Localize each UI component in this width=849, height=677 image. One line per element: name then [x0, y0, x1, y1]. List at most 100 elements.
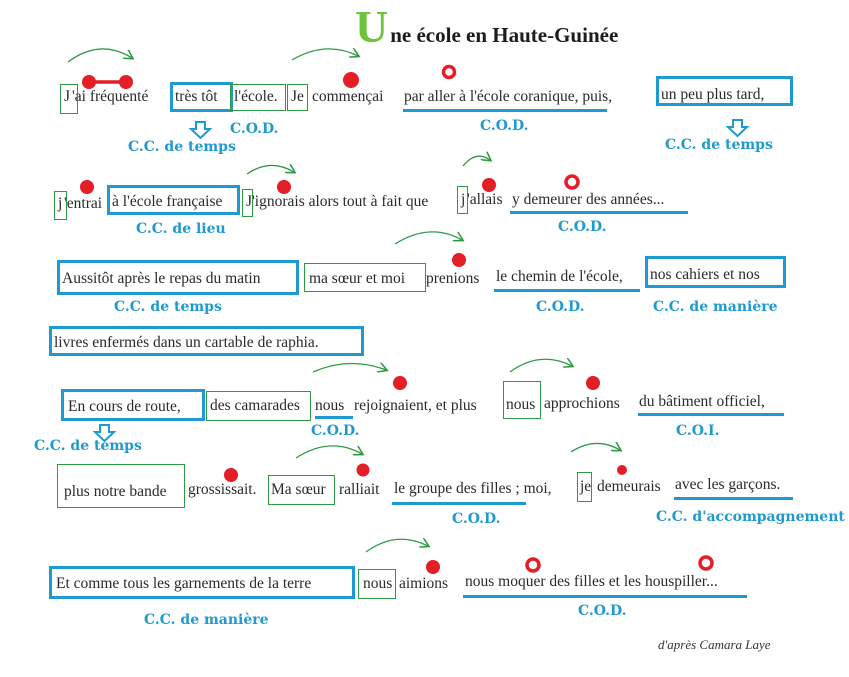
green-curved-arrow	[462, 156, 490, 167]
red-dot	[277, 180, 291, 194]
blue-frame	[61, 389, 205, 421]
author-credit: d'après Camara Laye	[658, 637, 771, 652]
label-cc-accompagnement: C.C. d'accompagnement	[656, 509, 845, 525]
red-ring	[441, 64, 457, 80]
red-dot	[343, 72, 359, 88]
blue-down-arrow	[92, 424, 117, 443]
sentence-fragment: par aller à l'école coranique, puis,	[404, 88, 613, 105]
green-frame	[54, 191, 67, 220]
sentence-fragment: ma sœur et moi	[309, 270, 405, 287]
blue-frame	[49, 326, 364, 356]
red-dot	[80, 180, 94, 194]
sentence-fragment: j	[461, 191, 466, 208]
red-ring	[698, 555, 714, 571]
title-rest: ne école en Haute-Guinée	[390, 23, 619, 47]
sentence-fragment: nos cahiers et nos	[650, 266, 760, 283]
green-frame	[577, 472, 592, 502]
sentence-fragment: à l'école française	[112, 193, 223, 210]
green-curved-arrow	[570, 443, 620, 453]
green-frame	[358, 569, 396, 599]
sentence-fragment: du bâtiment officiel,	[639, 393, 765, 410]
sentence-fragment: 'allais	[467, 191, 503, 208]
sentence-fragment: grossissait.	[188, 481, 257, 498]
green-curved-arrow	[291, 49, 358, 61]
sentence-fragment: plus notre bande	[64, 483, 167, 500]
title-initial: U	[355, 1, 389, 52]
coi-underline	[638, 413, 784, 416]
sentence-fragment: J	[246, 193, 253, 210]
sentence-fragment: livres enfermés dans un cartable de raph…	[54, 334, 319, 351]
sentence-fragment: un peu plus tard,	[661, 86, 765, 103]
sentence-fragment: Aussitôt après le repas du matin	[62, 270, 261, 287]
sentence-fragment: avec les garçons.	[675, 476, 781, 493]
green-curved-arrow	[394, 231, 462, 245]
sentence-fragment: des camarades	[210, 397, 300, 414]
red-dot	[426, 560, 440, 574]
red-dot	[82, 75, 96, 89]
blue-frame	[107, 185, 240, 215]
green-curved-arrow	[365, 539, 428, 553]
red-dot	[586, 376, 600, 390]
blue-frame	[645, 256, 786, 288]
blue-frame	[170, 82, 233, 112]
label-cc-maniere: C.C. de manière	[653, 299, 778, 315]
label-cod: C.O.D.	[311, 423, 360, 439]
cc-underline	[674, 497, 793, 500]
sentence-fragment: y demeurer des années...	[512, 191, 665, 208]
document-title: Une école en Haute-Guinée	[355, 4, 618, 50]
green-frame	[503, 381, 541, 419]
sentence-fragment: le groupe des filles ; moi,	[394, 480, 552, 497]
sentence-fragment: nous moquer des filles et les houspiller…	[465, 573, 718, 590]
green-curved-arrow	[312, 363, 386, 372]
red-dot	[617, 465, 627, 475]
sentence-fragment: je	[580, 478, 592, 495]
sentence-fragment: demeurais	[597, 478, 661, 495]
green-frame	[206, 391, 311, 421]
green-frame	[60, 84, 78, 114]
sentence-fragment: rejoignaient, et plus	[354, 397, 477, 414]
sentence-fragment: nous	[315, 397, 345, 414]
blue-frame	[49, 566, 355, 599]
cod-underline	[403, 109, 607, 112]
blue-frame	[656, 76, 793, 106]
sentence-fragment: l'école.	[234, 88, 278, 105]
cod-underline	[392, 502, 526, 505]
sentence-fragment: Je	[291, 88, 304, 105]
label-coi: C.O.I.	[676, 423, 720, 439]
red-dot	[224, 468, 238, 482]
green-curved-arrow	[246, 165, 294, 175]
sentence-fragment: prenions	[426, 270, 480, 287]
sentence-fragment: 'entrai	[64, 195, 103, 212]
cod-underline	[315, 416, 353, 419]
green-frame	[304, 263, 426, 292]
red-dot	[393, 376, 407, 390]
label-cc-temps: C.C. de temps	[665, 137, 773, 153]
sentence-fragment: Et comme tous les garnements de la terre	[56, 575, 312, 592]
cod-underline	[494, 289, 640, 292]
red-ring	[525, 557, 541, 573]
label-cod: C.O.D.	[578, 603, 627, 619]
cod-underline	[463, 595, 747, 598]
sentence-fragment: le chemin de l'école,	[496, 268, 623, 285]
red-dot	[119, 75, 133, 89]
label-cod: C.O.D.	[480, 118, 529, 134]
green-curved-arrow	[509, 359, 572, 373]
label-cc-temps: C.C. de temps	[34, 438, 142, 454]
sentence-fragment: aimions	[399, 575, 449, 592]
sentence-fragment: J	[64, 88, 71, 105]
green-frame	[287, 84, 308, 111]
green-curved-arrow	[295, 445, 362, 459]
green-curved-arrow	[67, 48, 132, 63]
green-frame	[457, 186, 468, 214]
label-cod: C.O.D.	[452, 511, 501, 527]
sentence-fragment: j	[58, 195, 63, 212]
label-cc-maniere: C.C. de manière	[144, 612, 269, 628]
sentence-fragment: approchions	[544, 395, 620, 412]
blue-frame	[57, 260, 299, 295]
label-cod: C.O.D.	[536, 299, 585, 315]
red-dot	[452, 253, 466, 267]
sentence-fragment: 'ai fréquenté	[72, 88, 149, 105]
cod-underline	[510, 211, 688, 214]
label-cc-lieu: C.C. de lieu	[136, 221, 226, 237]
